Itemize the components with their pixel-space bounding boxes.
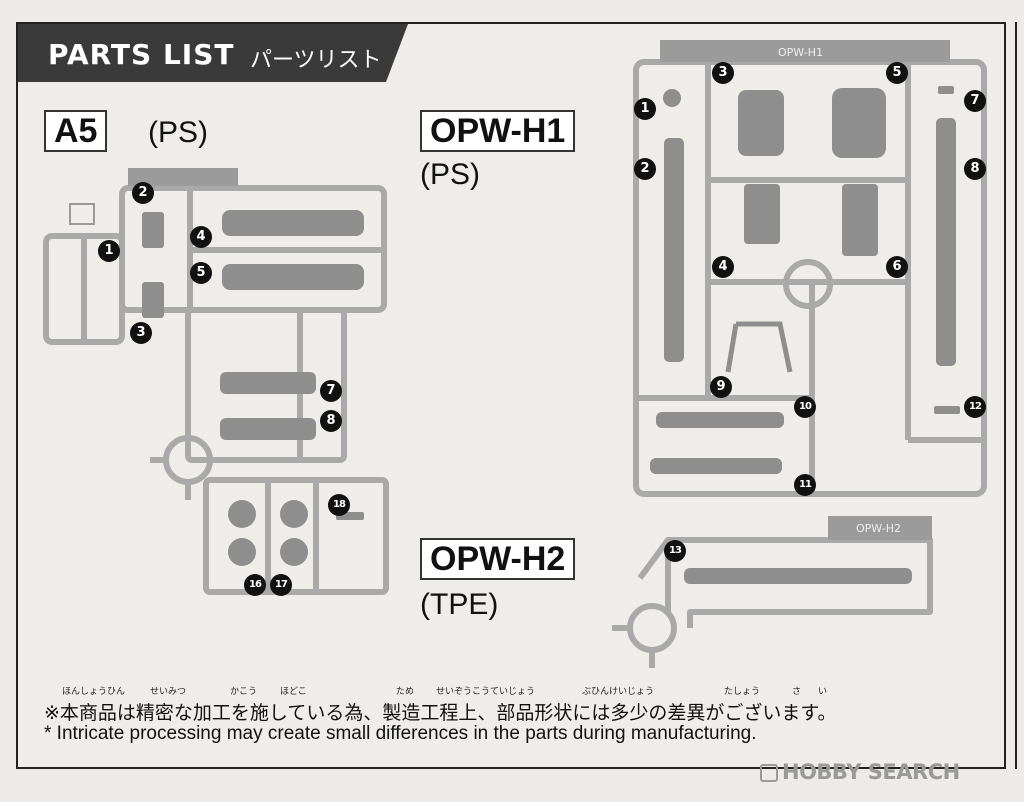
h1-part-7 [938, 86, 954, 94]
ruby-sa: さ [792, 687, 802, 697]
a5-part-number-5: 5 [190, 262, 212, 284]
runner-a5-code: A5 [44, 110, 108, 152]
ruby-i: い [818, 687, 828, 697]
h2-part-13 [684, 568, 912, 584]
ruby-tashou: たしょう [724, 687, 761, 697]
ruby-kakou: かこう [230, 687, 258, 697]
a5-part-2 [142, 212, 164, 248]
runner-opw-h1-code: OPW-H1 [420, 110, 576, 152]
runner-opw-h2-stamp: OPW-H2 [856, 522, 901, 535]
banner-title-jp: パーツリスト [250, 48, 382, 73]
runner-opw-h2-material: (TPE) [420, 588, 499, 621]
hobby-search-watermark: HOBBY SEARCH [760, 760, 960, 784]
watermark-text: HOBBY SEARCH [782, 760, 960, 784]
h1-part-number-1: 1 [634, 98, 656, 120]
h2-part-number-13: 13 [664, 540, 686, 562]
banner-title: PARTS LIST [48, 38, 235, 71]
a5-part-4 [222, 210, 364, 236]
runner-opw-h2-code: OPW-H2 [420, 538, 576, 580]
a5-part-number-8: 8 [320, 410, 342, 432]
ruby-hodoko: ほどこ [280, 687, 307, 697]
ruby-buhinkeijou: ぶひんけいじょう [582, 687, 655, 697]
h1-part-6 [842, 184, 878, 256]
ruby-tame: ため [396, 687, 415, 697]
h1-part-number-10: 10 [794, 396, 816, 418]
a5-part-3 [142, 282, 164, 318]
h1-part-number-3: 3 [712, 62, 734, 84]
a5-part-number-4: 4 [190, 226, 212, 248]
h1-part-8 [936, 118, 956, 366]
h1-part-number-6: 6 [886, 256, 908, 278]
a5-part-number-17: 17 [270, 574, 292, 596]
h1-part-number-7: 7 [964, 90, 986, 112]
h1-part-5 [832, 88, 886, 158]
a5-stamp-icon [69, 203, 95, 225]
ruby-seizoukouteijou: せいぞうこうていじょう [436, 687, 536, 697]
runner-opw-h1-material: (PS) [420, 158, 480, 191]
a5-part-16b [228, 538, 256, 566]
frame-right-border [1015, 22, 1017, 769]
a5-part-17a [280, 500, 308, 528]
runner-opw-h1-stamp: OPW-H1 [778, 46, 823, 59]
a5-part-number-3: 3 [130, 322, 152, 344]
a5-part-17b [280, 538, 308, 566]
h1-part-10 [656, 412, 784, 428]
h1-part-1 [663, 89, 681, 107]
a5-part-number-1: 1 [98, 240, 120, 262]
h1-part-number-11: 11 [794, 474, 816, 496]
runner-a5-material: (PS) [148, 116, 208, 149]
note-japanese: ※本商品は精密な加工を施している為、製造工程上、部品形状には多少の差異がございま… [44, 702, 837, 724]
note-english: * Intricate processing may create small … [44, 723, 757, 744]
hobby-search-logo-icon [760, 764, 778, 782]
h1-part-4 [744, 184, 780, 244]
h1-part-number-2: 2 [634, 158, 656, 180]
a5-part-16a [228, 500, 256, 528]
h1-part-number-4: 4 [712, 256, 734, 278]
h1-part-number-5: 5 [886, 62, 908, 84]
h1-part-number-8: 8 [964, 158, 986, 180]
a5-part-5 [222, 264, 364, 290]
a5-part-number-18: 18 [328, 494, 350, 516]
ruby-honshouhin: ほんしょうひん [62, 687, 126, 697]
h1-part-11 [650, 458, 782, 474]
banner-background [18, 24, 408, 82]
ruby-seimitsu: せいみつ [150, 687, 187, 697]
a5-part-7 [220, 372, 316, 394]
runner-a5-tag [128, 168, 238, 186]
a5-part-8 [220, 418, 316, 440]
h1-part-12 [934, 406, 960, 414]
h1-part-9 [725, 321, 793, 373]
runner-opw-h1-tag [660, 40, 950, 62]
h1-part-2 [664, 138, 684, 362]
a5-part-number-2: 2 [132, 182, 154, 204]
h1-part-number-9: 9 [710, 376, 732, 398]
h1-part-number-12: 12 [964, 396, 986, 418]
h1-part-3 [738, 90, 784, 156]
a5-part-number-7: 7 [320, 380, 342, 402]
runner-opw-h2-tag [828, 516, 932, 540]
parts-list-banner: PARTS LIST パーツリスト [18, 24, 408, 82]
a5-part-number-16: 16 [244, 574, 266, 596]
